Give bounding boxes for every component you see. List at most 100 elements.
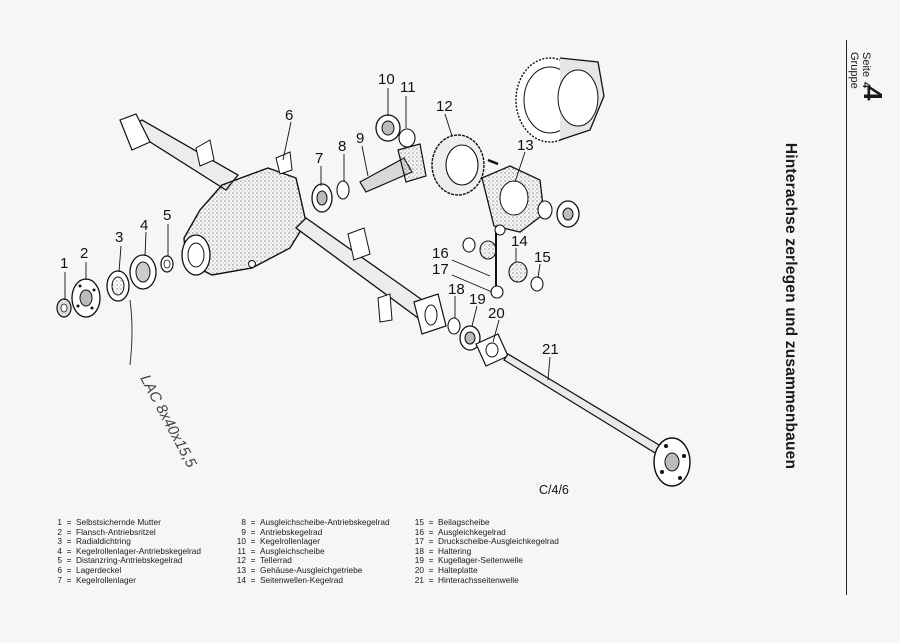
legend-equals: = bbox=[250, 555, 256, 566]
legend-equals: = bbox=[66, 536, 72, 547]
leader-lines bbox=[64, 88, 551, 381]
legend-text: Kegelrollenlager bbox=[260, 536, 320, 547]
callout-8: 8 bbox=[338, 138, 346, 155]
legend-number: 9 bbox=[241, 526, 246, 537]
legend-number: 6 bbox=[57, 564, 62, 575]
right-axle-tube bbox=[295, 217, 447, 335]
legend-number: 7 bbox=[57, 574, 62, 585]
legend-number: 12 bbox=[236, 555, 246, 566]
legend-equals: = bbox=[250, 574, 256, 585]
legend-item: 4=Kegelrollenlager-Antriebskegelrad bbox=[48, 545, 201, 557]
callout-4: 4 bbox=[140, 217, 148, 234]
legend-number: 10 bbox=[236, 536, 246, 547]
legend-text: Ausgleichscheibe bbox=[260, 545, 325, 556]
legend-number: 18 bbox=[414, 545, 424, 556]
legend-item: 15=Beilagscheibe bbox=[410, 517, 559, 528]
legend-equals: = bbox=[250, 545, 256, 556]
legend-text: Kegelrollenlager-Antriebskegelrad bbox=[76, 545, 201, 556]
legend-equals: = bbox=[66, 564, 72, 575]
legend-text: Druckscheibe-Ausgleichkegelrad bbox=[438, 536, 559, 547]
legend-item: 11 = Ausgleichscheibe bbox=[232, 545, 390, 557]
pinion-bearing-parts bbox=[311, 114, 427, 213]
legend-text: Flansch-Antriebsritzel bbox=[76, 526, 156, 537]
legend-item: 8=Ausgleichscheibe-Antriebskegelrad bbox=[232, 517, 390, 528]
legend-column-1: 1=Selbstsichernde Mutter 2=Flansch-Antri… bbox=[48, 517, 201, 586]
legend-equals: = bbox=[428, 517, 434, 527]
axle-housing bbox=[181, 151, 307, 276]
legend-equals: = bbox=[66, 574, 72, 585]
callout-13: 13 bbox=[517, 137, 534, 154]
side-divider-line bbox=[846, 40, 847, 595]
legend-item: 19=Kugellager-Seitenwelle bbox=[410, 556, 559, 566]
callout-numbers: 1 2 3 4 5 6 7 8 9 10 11 12 13 14 15 16 1… bbox=[60, 71, 559, 358]
legend-number: 2 bbox=[57, 526, 62, 537]
ring-gear bbox=[431, 134, 485, 196]
legend-equals: = bbox=[250, 536, 256, 547]
callout-11: 11 bbox=[400, 79, 416, 96]
legend-item: 2=Flansch-Antriebsritzel bbox=[48, 526, 201, 538]
legend-number: 21 bbox=[414, 574, 424, 585]
legend-equals: = bbox=[428, 536, 434, 547]
legend-text: Lagerdeckel bbox=[76, 564, 122, 575]
legend-number: 16 bbox=[414, 526, 424, 537]
callout-12: 12 bbox=[436, 98, 453, 115]
legend-item: 7=Kegelrollenlager bbox=[48, 574, 201, 586]
legend-text: Ausgleichscheibe-Antriebskegelrad bbox=[260, 517, 390, 527]
callout-10: 10 bbox=[378, 71, 395, 88]
callout-5: 5 bbox=[163, 207, 171, 224]
callout-17: 17 bbox=[432, 261, 449, 278]
legend-item: 18=Haltering bbox=[410, 545, 559, 557]
legend-item: 9 = Antriebskegelrad bbox=[232, 526, 390, 538]
legend-number: 5 bbox=[57, 555, 62, 566]
legend-number: 8 bbox=[241, 517, 246, 527]
group-label: Gruppe bbox=[848, 52, 860, 89]
side-title-text: Hinterachse zerlegen und zusammenbauen bbox=[782, 142, 799, 470]
legend-text: Halteplatte bbox=[438, 564, 478, 575]
callout-16: 16 bbox=[432, 245, 449, 262]
legend-item: 20=Halteplatte bbox=[410, 564, 559, 576]
callout-2: 2 bbox=[80, 245, 88, 262]
legend-number: 13 bbox=[236, 564, 246, 575]
legend-number: 14 bbox=[236, 574, 246, 585]
differential-small-gears bbox=[462, 224, 544, 299]
legend-column-3: 15=Beilagscheibe 16=Ausgleichkegelrad 17… bbox=[410, 517, 559, 586]
legend-equals: = bbox=[428, 545, 434, 556]
legend-equals: = bbox=[428, 526, 434, 537]
legend-equals: = bbox=[66, 555, 72, 566]
legend-equals: = bbox=[428, 574, 434, 585]
legend-text: Radialdichtring bbox=[76, 536, 131, 547]
housing-cover bbox=[515, 57, 605, 143]
differential-case bbox=[481, 158, 580, 233]
legend-number: 17 bbox=[414, 536, 424, 547]
legend-item: 1=Selbstsichernde Mutter bbox=[48, 517, 201, 528]
legend-item: 17 = Druckscheibe-Ausgleichkegelrad bbox=[410, 537, 559, 547]
legend-item: 21=Hinterachsseitenwelle bbox=[410, 574, 559, 586]
left-axle-tube bbox=[119, 113, 239, 191]
legend-text: Tellerrad bbox=[260, 555, 292, 566]
legend-equals: = bbox=[428, 555, 434, 566]
group-number: 4 bbox=[858, 86, 888, 101]
legend-item: 16=Ausgleichkegelrad bbox=[410, 526, 559, 538]
legend-text: Antriebskegelrad bbox=[260, 526, 323, 537]
axle-shaft bbox=[503, 353, 691, 487]
pinion-side-parts bbox=[56, 254, 174, 366]
legend-text: Kugellager-Seitenwelle bbox=[438, 555, 523, 566]
callout-15: 15 bbox=[534, 249, 551, 266]
legend-equals: = bbox=[250, 526, 256, 537]
legend-number: 4 bbox=[57, 545, 62, 556]
legend-number: 1 bbox=[57, 517, 62, 527]
callout-14: 14 bbox=[511, 233, 528, 250]
legend-item: 13=Gehäuse-Ausgleichgetriebe bbox=[232, 564, 390, 576]
legend-number: 11 bbox=[237, 545, 246, 556]
callout-21: 21 bbox=[542, 341, 559, 358]
callout-9: 9 bbox=[356, 130, 364, 147]
legend-item: 6 = Lagerdeckel bbox=[48, 564, 201, 576]
page-group-corner: Seite 4 Gruppe 4 bbox=[848, 46, 888, 116]
callout-3: 3 bbox=[115, 229, 123, 246]
legend-equals: = bbox=[428, 564, 434, 575]
callout-6: 6 bbox=[285, 107, 293, 124]
legend-text: Seitenwellen-Kegelrad bbox=[260, 574, 344, 585]
legend-item: 10 = Kegelrollenlager bbox=[232, 537, 390, 547]
